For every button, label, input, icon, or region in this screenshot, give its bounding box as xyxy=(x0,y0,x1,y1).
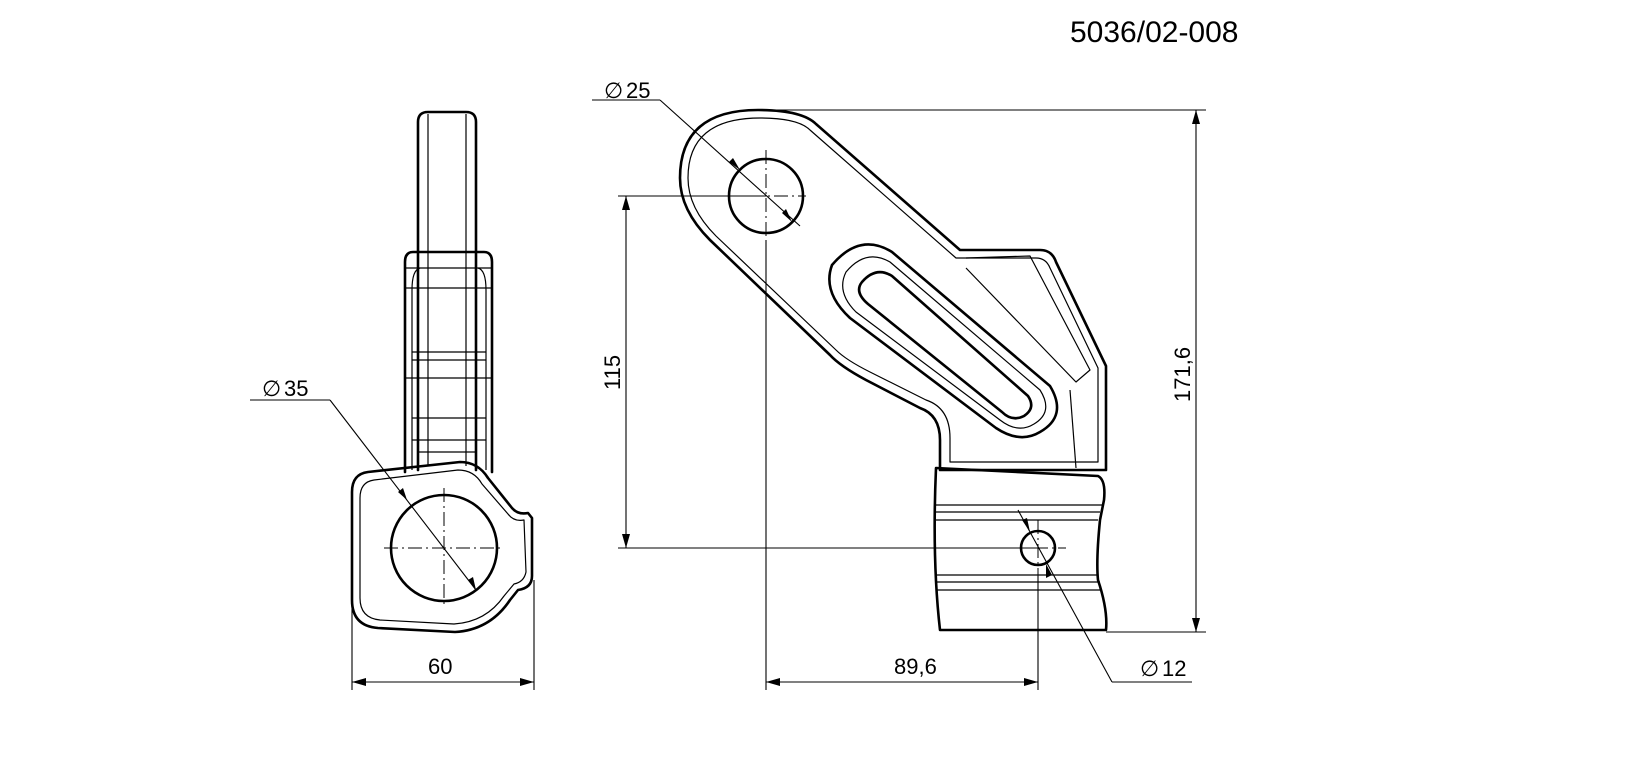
horizontal-distance-label: 89,6 xyxy=(894,654,937,679)
lower-hole-diameter-symbol: ∅ xyxy=(1140,656,1159,681)
upper-hole-dimension-line xyxy=(659,99,801,227)
horizontal-distance-arrow-right xyxy=(1024,678,1038,686)
bore-arrow-lower xyxy=(468,577,476,590)
upper-hole-diameter-symbol: ∅ xyxy=(604,78,623,103)
front-view xyxy=(678,108,1108,632)
side-view-bracket-inner xyxy=(411,267,487,470)
front-view-slot-mid xyxy=(842,256,1047,429)
width-arrow-right xyxy=(520,678,534,686)
front-view-arm xyxy=(678,108,1108,472)
overall-height-arrow-bottom xyxy=(1192,618,1200,632)
vertical-distance-arrow-top xyxy=(622,196,630,210)
lower-hole-dimension-line xyxy=(1017,509,1113,683)
front-view-dimensions: ∅ 25 115 89,6 ∅ 12 171,6 xyxy=(592,78,1206,690)
front-view-slot-inner xyxy=(857,270,1033,420)
overall-height-label: 171,6 xyxy=(1170,347,1195,402)
lower-hole-arrow-upper xyxy=(1022,518,1030,532)
side-view: ∅ 35 60 xyxy=(250,110,535,690)
lower-hole-diameter-label: 12 xyxy=(1162,656,1186,681)
drawing-number: 5036/02-008 xyxy=(1070,16,1239,49)
side-view-clamp xyxy=(350,460,534,634)
bore-diameter-label: 35 xyxy=(284,376,308,401)
overall-height-arrow-top xyxy=(1192,110,1200,124)
lower-hole-arrow-lower xyxy=(1046,564,1052,578)
width-label: 60 xyxy=(428,654,452,679)
upper-hole-arrow-upper xyxy=(729,158,740,170)
vertical-distance-arrow-bottom xyxy=(622,534,630,548)
front-view-slot-outer xyxy=(828,243,1059,439)
front-view-flange xyxy=(965,255,1091,383)
side-view-clamp-inner xyxy=(359,469,527,625)
horizontal-distance-arrow-left xyxy=(766,678,780,686)
width-arrow-left xyxy=(352,678,366,686)
side-view-rod xyxy=(416,110,478,472)
upper-hole-diameter-label: 25 xyxy=(626,78,650,103)
vertical-distance-label: 115 xyxy=(600,355,625,390)
front-view-flange-edge xyxy=(1069,389,1077,469)
bore-arrow-upper xyxy=(398,488,407,500)
front-view-arm-inner xyxy=(687,117,1099,463)
side-view-bracket xyxy=(403,250,494,474)
front-view-clamp xyxy=(933,466,1108,632)
upper-hole-arrow-lower xyxy=(782,209,792,222)
bore-diameter-symbol: ∅ xyxy=(262,376,281,401)
